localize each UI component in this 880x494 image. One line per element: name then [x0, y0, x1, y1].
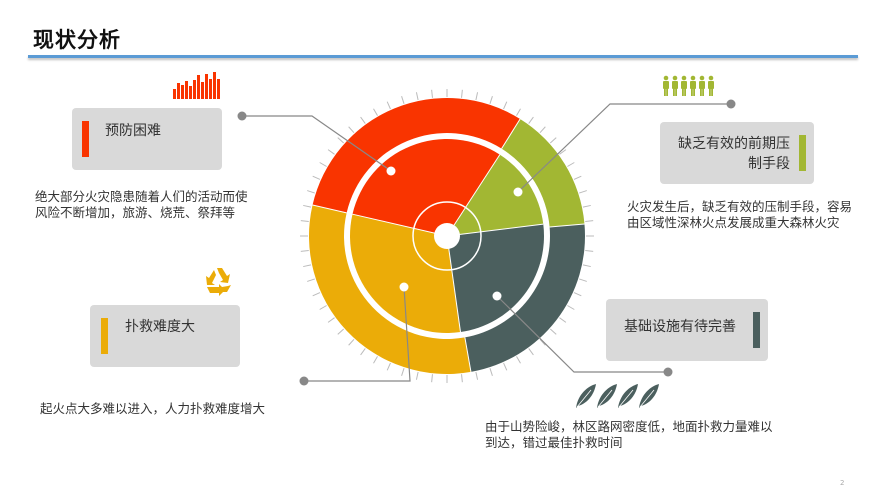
card-label: 缺乏有效的前期压 制手段	[678, 136, 790, 172]
page-number: 2	[840, 479, 845, 487]
card-label: 预防困难	[105, 123, 161, 139]
color-bar	[799, 135, 806, 171]
inner-circle-outline	[412, 201, 482, 271]
card-label: 基础设施有待完善	[624, 319, 736, 335]
outer-segment-rescue	[309, 204, 471, 374]
bar-chart-icon	[173, 72, 220, 99]
description-rescue: 起火点大多难以进入，人力扑救难度增大	[40, 401, 266, 416]
recycle-icon	[206, 268, 231, 296]
outer-segment-suppression	[501, 118, 585, 228]
outer-ring	[309, 97, 585, 374]
segment-markers	[386, 166, 523, 301]
card-label: 扑救难度大	[125, 319, 195, 335]
connector-lines	[242, 103, 731, 382]
outer-segment-infrastructure	[464, 223, 585, 372]
inner-wedge-rescue	[350, 214, 461, 333]
people-icon	[663, 75, 714, 96]
page-title: 现状分析	[33, 28, 121, 52]
title-underline	[28, 55, 858, 58]
tick-marks	[300, 89, 594, 383]
card-rescue[interactable]: 扑救难度大	[90, 305, 240, 367]
color-bar	[753, 312, 760, 348]
connector-endpoints	[237, 99, 736, 386]
connector-rescue	[304, 286, 411, 382]
inner-wedge-suppression	[447, 154, 544, 236]
connector-infrastructure	[496, 295, 668, 373]
description-infrastructure: 由于山势险峻，林区路网密度低，地面扑救力量难以 到达，错过最佳扑救时间	[485, 419, 773, 450]
inner-wedges	[350, 139, 544, 333]
inner-wedge-prevention	[352, 139, 500, 236]
connector-prevention	[242, 115, 392, 172]
connector-suppression	[517, 103, 731, 193]
card-prevention[interactable]: 预防困难	[72, 108, 222, 170]
center-hub	[434, 223, 460, 249]
description-suppression: 火灾发生后，缺乏有效的压制手段，容易 由区域性深林火点发展成重大森林火灾	[627, 199, 853, 230]
color-bar	[101, 318, 108, 354]
color-bar	[82, 121, 89, 157]
leaf-icon	[576, 384, 659, 408]
card-suppression[interactable]: 缺乏有效的前期压 制手段	[660, 122, 814, 184]
inner-wedge-infrastructure	[447, 224, 544, 333]
card-infrastructure[interactable]: 基础设施有待完善	[606, 299, 768, 361]
outer-segment-prevention	[312, 97, 521, 213]
description-prevention: 绝大部分火灾隐患随着人们的活动而使 风险不断增加，旅游、烧荒、祭拜等	[35, 189, 248, 220]
